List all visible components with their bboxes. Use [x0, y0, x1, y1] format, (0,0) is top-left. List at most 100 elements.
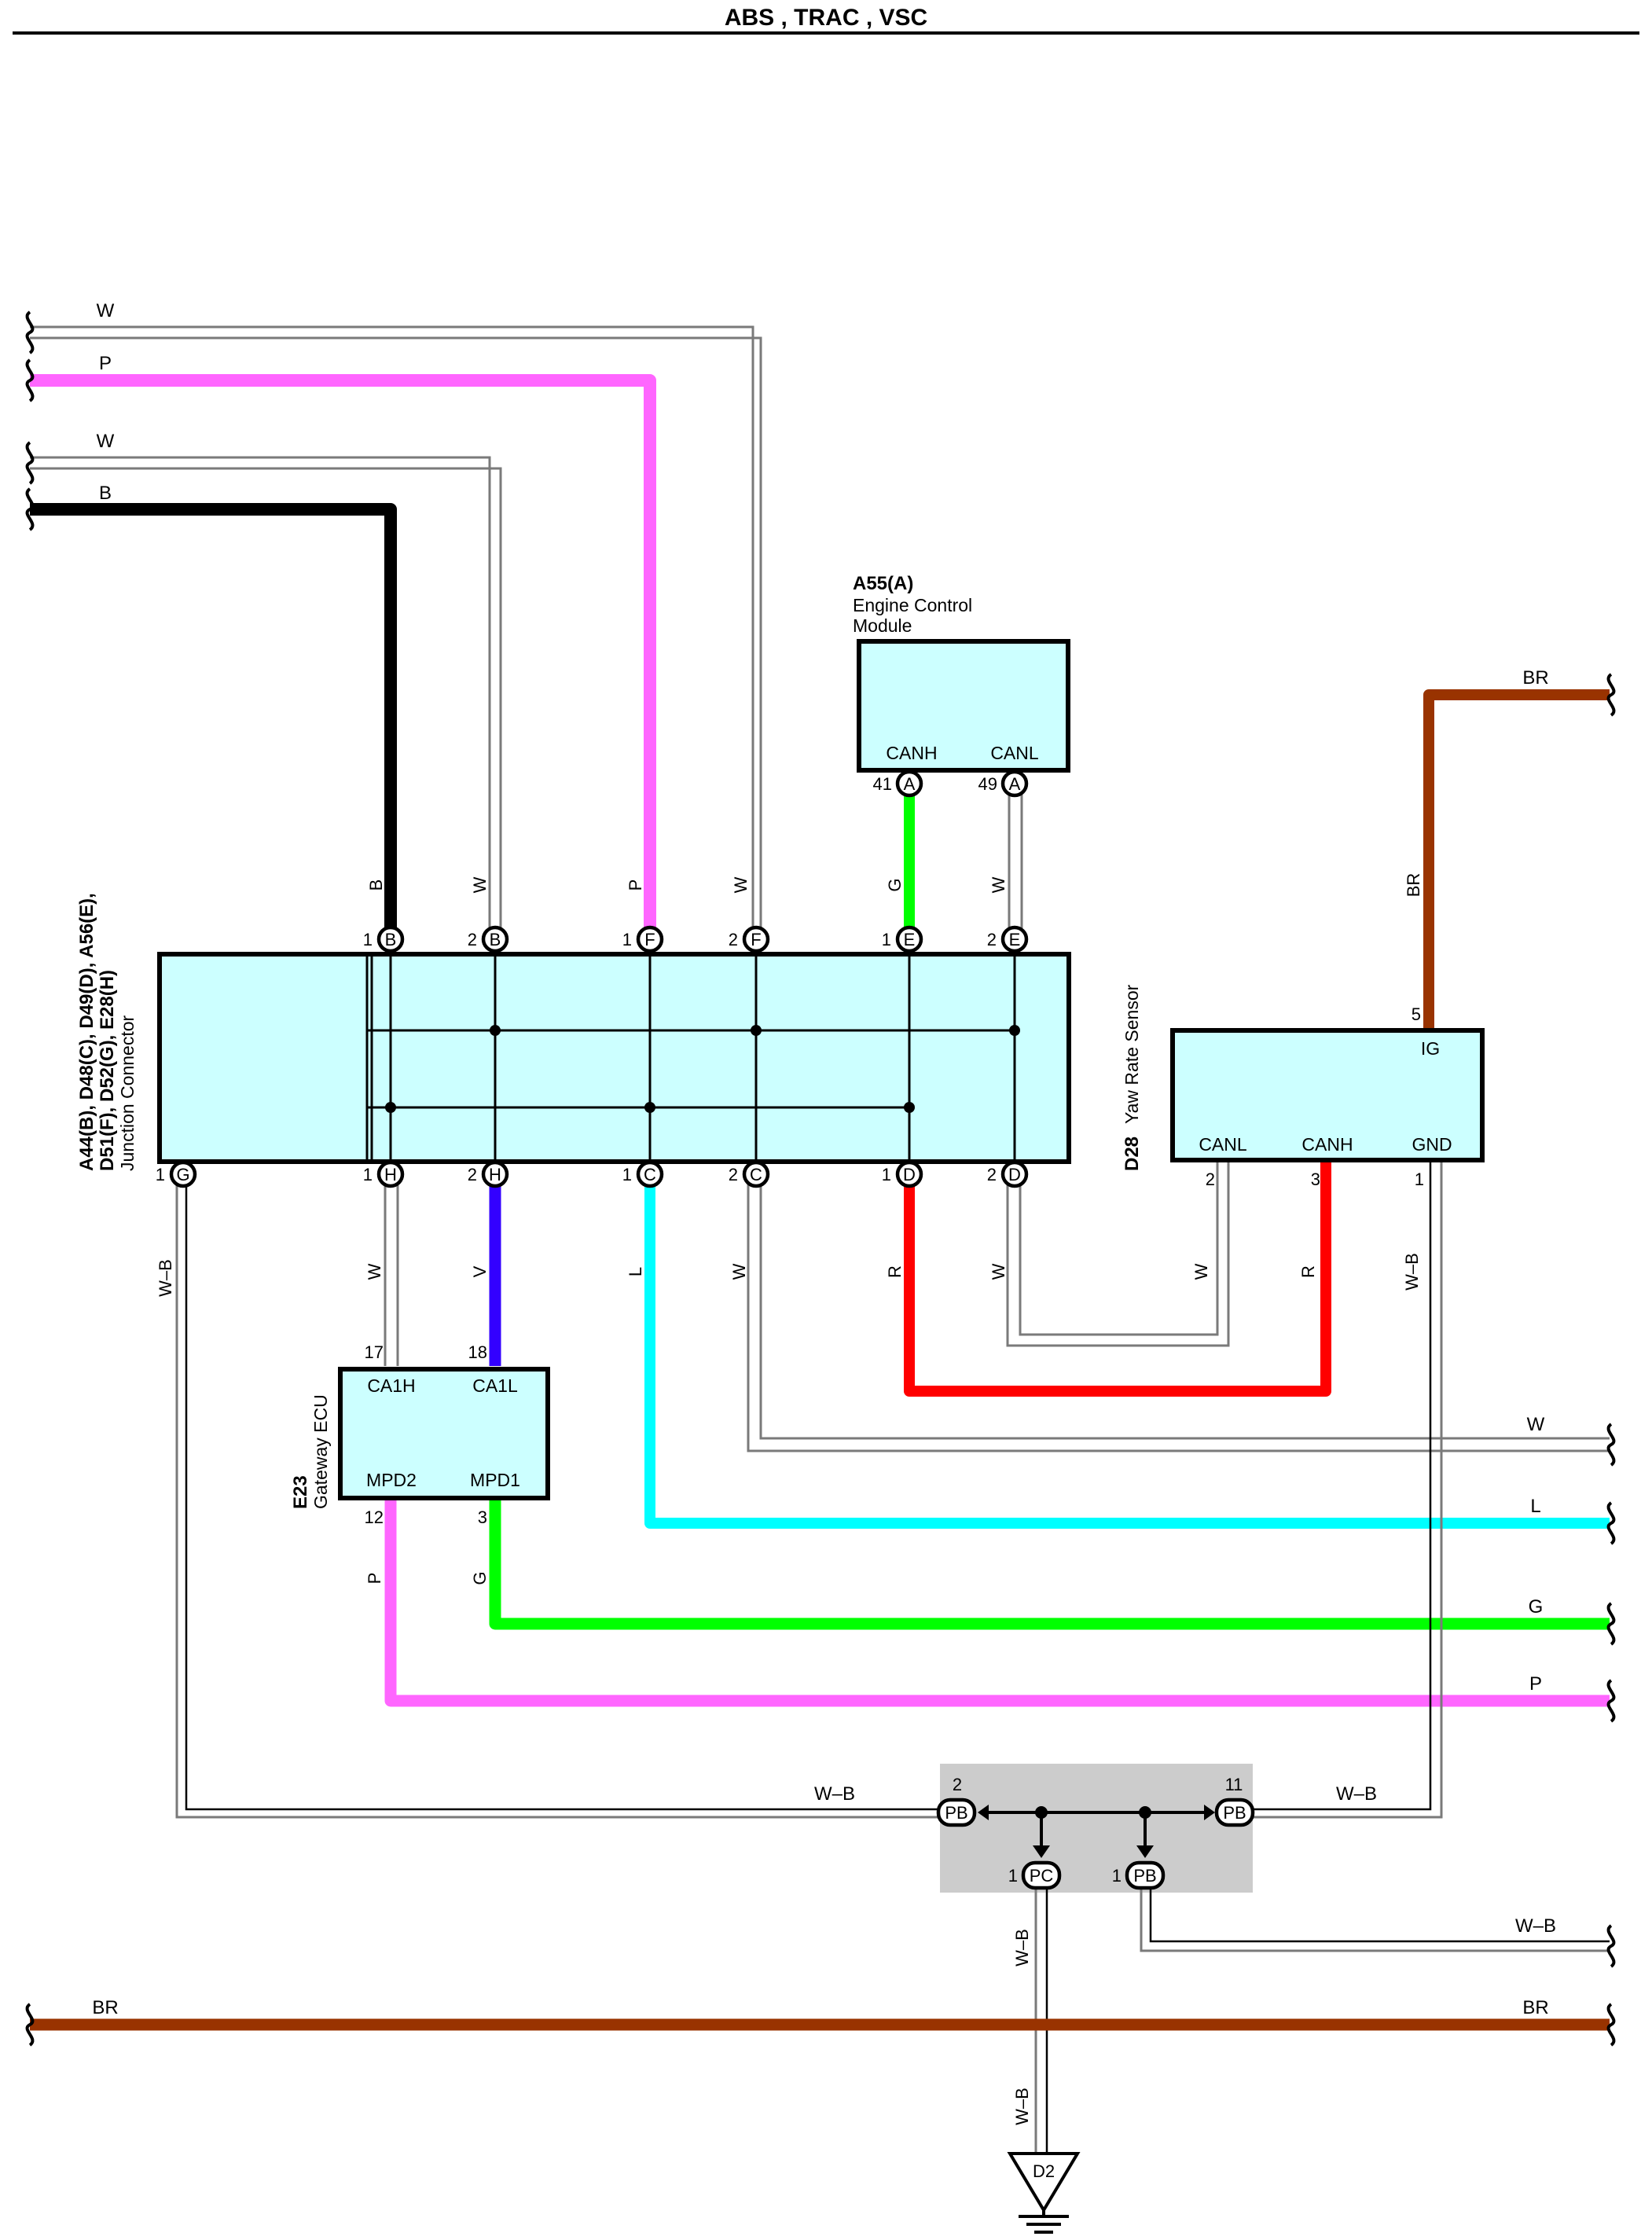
break-left-5 — [25, 2003, 35, 2047]
jc-bot-pin-3-num: 2 — [468, 1165, 477, 1184]
jc-bot-pin-2: H — [376, 1160, 405, 1188]
jc-top-pin-4-num: 2 — [729, 930, 738, 949]
ecm-pin-49-code: A — [1009, 774, 1021, 794]
junction-label-line3: Junction Connector — [117, 1015, 138, 1171]
jc-top-pin-2-code: B — [490, 930, 501, 949]
break-right-5 — [1606, 1679, 1616, 1723]
yaw-pin-ig-label: IG — [1421, 1038, 1440, 1059]
wire-label-left-4: B — [99, 483, 112, 504]
yaw-pin-canh-label: CANH — [1301, 1134, 1353, 1155]
wire-label-ground-left: W–B — [814, 1783, 855, 1805]
wire-label-mpd1: G — [470, 1571, 490, 1585]
jc-top-pin-1-num: 1 — [363, 930, 373, 949]
jc-bot-pin-4: C — [636, 1160, 664, 1188]
junction-label: A44(B), D48(C), D49(D), A56(E), D51(F), … — [76, 893, 138, 1171]
wire-label-yaw-ig: BR — [1404, 873, 1423, 898]
jc-bot-pin-5: C — [742, 1160, 770, 1188]
jc-top-pin-3: F — [636, 925, 664, 953]
jc-top-pin-5-num: 1 — [882, 930, 891, 949]
ecm-pin-49: A — [1000, 769, 1029, 798]
wire-p-left — [30, 374, 656, 938]
jc-top-pin-1: B — [376, 925, 405, 953]
wire-r-d1 — [904, 1160, 1331, 1397]
wire-label-jc-top-2: W — [470, 876, 490, 893]
wire-label-right-2: W — [1527, 1414, 1545, 1435]
ground-point-label: D2 — [1033, 2161, 1055, 2181]
junction-connector — [157, 952, 1071, 1164]
break-right-4 — [1606, 1602, 1616, 1646]
jc-top-pin-4: F — [742, 925, 770, 953]
arrow-down-1 — [1033, 1845, 1050, 1858]
wire-label-right-4: G — [1529, 1596, 1544, 1618]
wire-w-left-1 — [30, 325, 762, 938]
yaw-pin-canl-label: CANL — [1199, 1134, 1247, 1155]
ecm-pin-canh-label: CANH — [886, 743, 937, 763]
jc-bot-pin-5-code: C — [750, 1165, 762, 1184]
ground-pin-pb-out-num: 1 — [1112, 1866, 1122, 1886]
wire-label-jc-top-4: W — [731, 876, 751, 893]
break-right-6 — [1606, 1924, 1616, 1968]
jc-bot-pin-4-code: C — [644, 1165, 656, 1184]
wire-wb-right — [1140, 1886, 1610, 1952]
wire-w-ecm — [1008, 788, 1023, 938]
yaw-name: Yaw Rate Sensor — [1122, 984, 1142, 1124]
ecm-pin-49-num: 49 — [978, 774, 997, 794]
jc-bot-pin-2-code: H — [384, 1165, 397, 1184]
gateway-pin-mpd2-label: MPD2 — [366, 1470, 417, 1490]
break-left-3 — [25, 441, 35, 485]
jc-top-pin-6: E — [1000, 925, 1029, 953]
yaw-id: D28 — [1122, 1137, 1143, 1171]
yaw-pin-ig-num: 5 — [1412, 1004, 1421, 1024]
jc-bot-pin-7-num: 2 — [987, 1165, 997, 1184]
page-title: ABS , TRAC , VSC — [725, 5, 927, 31]
wire-w-d2 — [1006, 1160, 1230, 1347]
jc-top-pin-3-code: F — [644, 930, 655, 949]
jc-top-pin-3-num: 1 — [622, 930, 632, 949]
gateway-pin-ca1h-label: CA1H — [367, 1375, 415, 1396]
wire-label-right-5: P — [1529, 1673, 1542, 1695]
jc-top-pin-4-code: F — [751, 930, 761, 949]
wire-wb-g1 — [175, 1173, 947, 1819]
wire-label-right-3: L — [1530, 1496, 1540, 1517]
yaw-label: D28 Yaw Rate Sensor — [1122, 984, 1143, 1171]
break-right-3 — [1606, 1501, 1616, 1545]
wire-label-right-6: W–B — [1515, 1915, 1556, 1937]
jc-bot-pin-1-num: 1 — [156, 1165, 165, 1184]
jc-top-pin-5-code: E — [904, 930, 916, 949]
ground-pin-pb-left-num: 2 — [953, 1775, 962, 1794]
wire-label-left-3: W — [97, 431, 115, 452]
gateway-name: Gateway ECU — [310, 1394, 331, 1509]
ecm-box — [857, 639, 1070, 773]
wire-label-ground-down-2: W–B — [1012, 2088, 1032, 2125]
wire-label-jc-top-3: P — [626, 879, 645, 891]
jc-bot-pin-6-num: 1 — [882, 1165, 891, 1184]
ecm-pin-41-code: A — [904, 774, 916, 794]
ecm-pin-41: A — [895, 769, 923, 798]
jc-bot-pin-6-code: D — [903, 1165, 916, 1184]
ground-pin-pc: PC — [1021, 1860, 1062, 1890]
jc-bot-pin-2-num: 1 — [363, 1165, 373, 1184]
jc-bot-pin-3: H — [481, 1160, 509, 1188]
gateway-pin-mpd2-num: 12 — [365, 1507, 384, 1527]
wire-p-mpd2 — [384, 1496, 1610, 1707]
jc-top-pin-1-code: B — [385, 930, 397, 949]
break-left-1 — [25, 310, 35, 354]
break-left-2 — [25, 358, 35, 402]
ecm-pin-41-num: 41 — [873, 774, 892, 794]
wire-label-jc-bot-6: R — [885, 1265, 905, 1278]
gateway-pin-ca1l-num: 18 — [468, 1342, 487, 1362]
wire-label-ground-down-1: W–B — [1012, 1929, 1032, 1966]
wire-label-left-2: P — [99, 353, 112, 374]
break-left-4 — [25, 487, 35, 531]
wire-label-jc-bot-7: W — [989, 1263, 1008, 1280]
wire-label-jc-top-6: W — [989, 876, 1008, 893]
wire-b-left — [30, 503, 397, 938]
wire-w-c2 — [747, 1173, 1610, 1452]
ground-pin-pb-out: PB — [1125, 1860, 1166, 1890]
wire-label-jc-bot-2: W — [365, 1263, 384, 1280]
junction-label-line1: A44(B), D48(C), D49(D), A56(E), — [76, 893, 97, 1171]
ground-pin-pb-right-code: PB — [1223, 1803, 1246, 1823]
ground-block — [940, 1764, 1253, 1893]
wire-label-left-1: W — [97, 300, 115, 321]
jc-bot-pin-7: D — [1000, 1160, 1029, 1188]
